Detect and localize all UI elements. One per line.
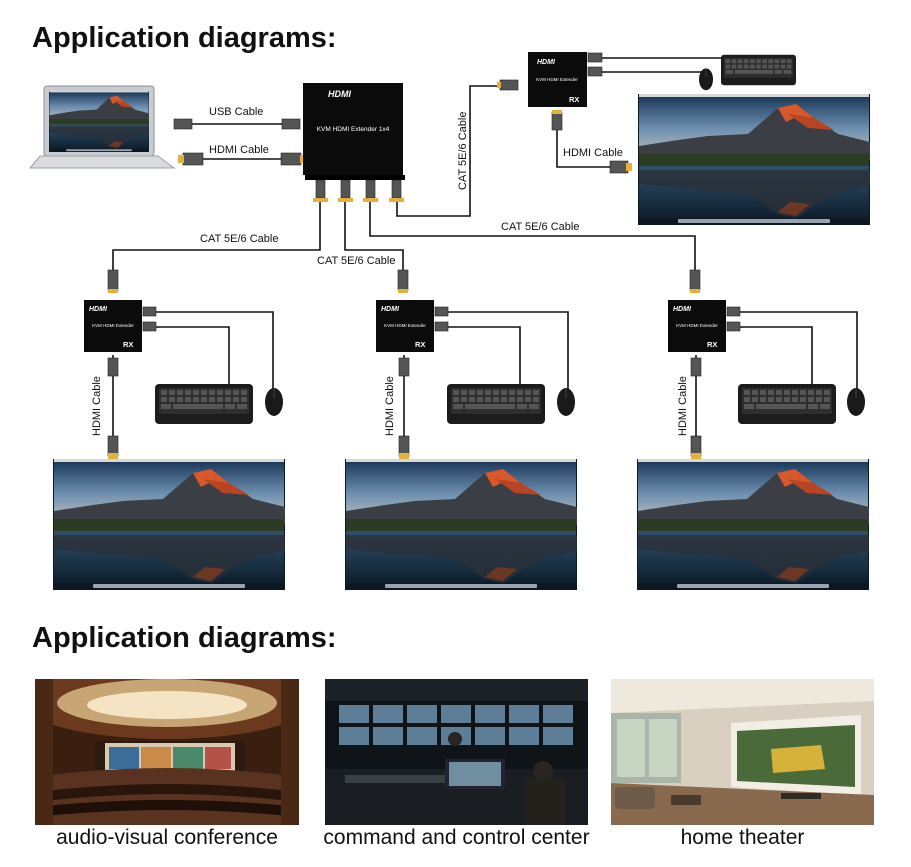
receiver-1 [84,300,142,352]
caption-home-theater: home theater [680,826,805,849]
hdmi-cable-label: HDMI Cable [677,376,689,436]
control-center-photo [325,679,588,825]
receiver-model: KVM HDMI Extender [536,77,578,82]
caption-conference: audio-visual conference [56,826,278,849]
conference-room-photo [35,679,299,825]
laptop-icon [28,85,176,169]
receiver-2 [376,300,434,352]
receiver-logo: HDMI [89,306,108,313]
hdmi-cable-label: HDMI Cable [384,376,396,436]
mouse-icon [847,388,865,416]
mouse-icon [557,388,575,416]
transmitter-unit [303,83,405,180]
heading-bottom: Application diagrams: [32,622,337,654]
transmitter-logo: HDMI [328,89,351,99]
cat-cable-label: CAT 5E/6 Cable [457,112,469,190]
caption-control-center: command and control center [323,826,590,849]
receiver-model: KVM HDMI Extender [384,323,426,328]
display-1 [53,459,285,590]
receiver-tag: RX [569,95,579,104]
usb-cable-label: USB Cable [209,106,263,118]
keyboard-icon [721,55,796,86]
heading-top: Application diagrams: [32,22,337,54]
mouse-icon [699,68,713,90]
home-theater-photo [611,679,874,825]
connection-diagram: HDMI KVM HDMI Extender 1x4 HDMI KVM HDMI… [28,52,911,600]
hdmi-cable-label: HDMI Cable [91,376,103,436]
keyboard-icon [738,384,836,424]
receiver-tag: RX [707,340,717,349]
cat-cable-label: CAT 5E/6 Cable [501,221,579,233]
receiver-logo: HDMI [381,306,400,313]
display-3 [637,459,869,590]
transmitter-model: KVM HDMI Extender 1x4 [317,126,390,133]
mouse-icon [265,388,283,416]
receiver-model: KVM HDMI Extender [92,323,134,328]
receiver-logo: HDMI [673,306,692,313]
cat-cable-label: CAT 5E/6 Cable [200,233,278,245]
keyboard-icon [155,384,253,424]
receiver-tag: RX [415,340,425,349]
display-2 [345,459,577,590]
receiver-top-right [528,52,587,107]
hdmi-cable-label: HDMI Cable [563,147,623,159]
hdmi-cable-label: HDMI Cable [209,144,269,156]
receiver-model: KVM HDMI Extender [676,323,718,328]
receiver-3 [668,300,726,352]
receiver-tag: RX [123,340,133,349]
keyboard-icon [447,384,545,424]
receiver-logo: HDMI [537,59,556,66]
cat-cable-label: CAT 5E/6 Cable [317,255,395,267]
display-top-right [638,94,870,225]
